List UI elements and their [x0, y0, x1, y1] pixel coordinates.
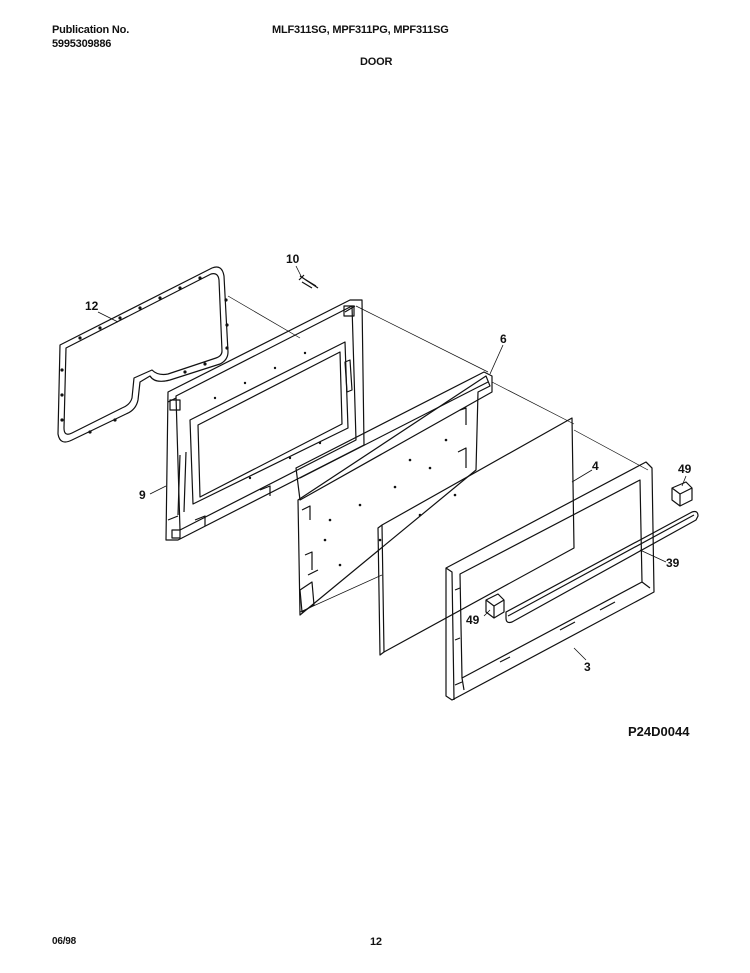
- outer-door-frame-part: [445, 461, 655, 701]
- footer-date: 06/98: [52, 936, 77, 947]
- section-title: DOOR: [360, 56, 393, 68]
- door-handle-part: [505, 510, 699, 624]
- model-numbers: MLF311SG, MPF311PG, MPF311SG: [272, 24, 449, 36]
- handle-end-cap-part: [485, 481, 693, 619]
- publication-label: Publication No.: [52, 24, 130, 36]
- drawing-code: P24D0044: [628, 724, 690, 739]
- callout-39: 39: [666, 556, 680, 570]
- inner-panel-part: [295, 371, 493, 616]
- callout-9: 9: [139, 488, 146, 502]
- callout-4: 4: [592, 459, 599, 473]
- callout-12: 12: [85, 299, 99, 313]
- publication-number: 5995309886: [52, 38, 112, 50]
- glass-panel-part: [377, 417, 575, 656]
- callout-49-bottom: 49: [466, 613, 480, 627]
- door-liner-part: [165, 299, 365, 541]
- callout-3: 3: [584, 660, 591, 674]
- callout-leaders: [97, 265, 687, 661]
- door-gasket-part: [57, 266, 229, 443]
- page-number: 12: [370, 936, 382, 948]
- callout-49-top: 49: [678, 462, 692, 476]
- alignment-lines: [227, 295, 649, 613]
- callout-6: 6: [500, 332, 507, 346]
- callout-10: 10: [286, 252, 300, 266]
